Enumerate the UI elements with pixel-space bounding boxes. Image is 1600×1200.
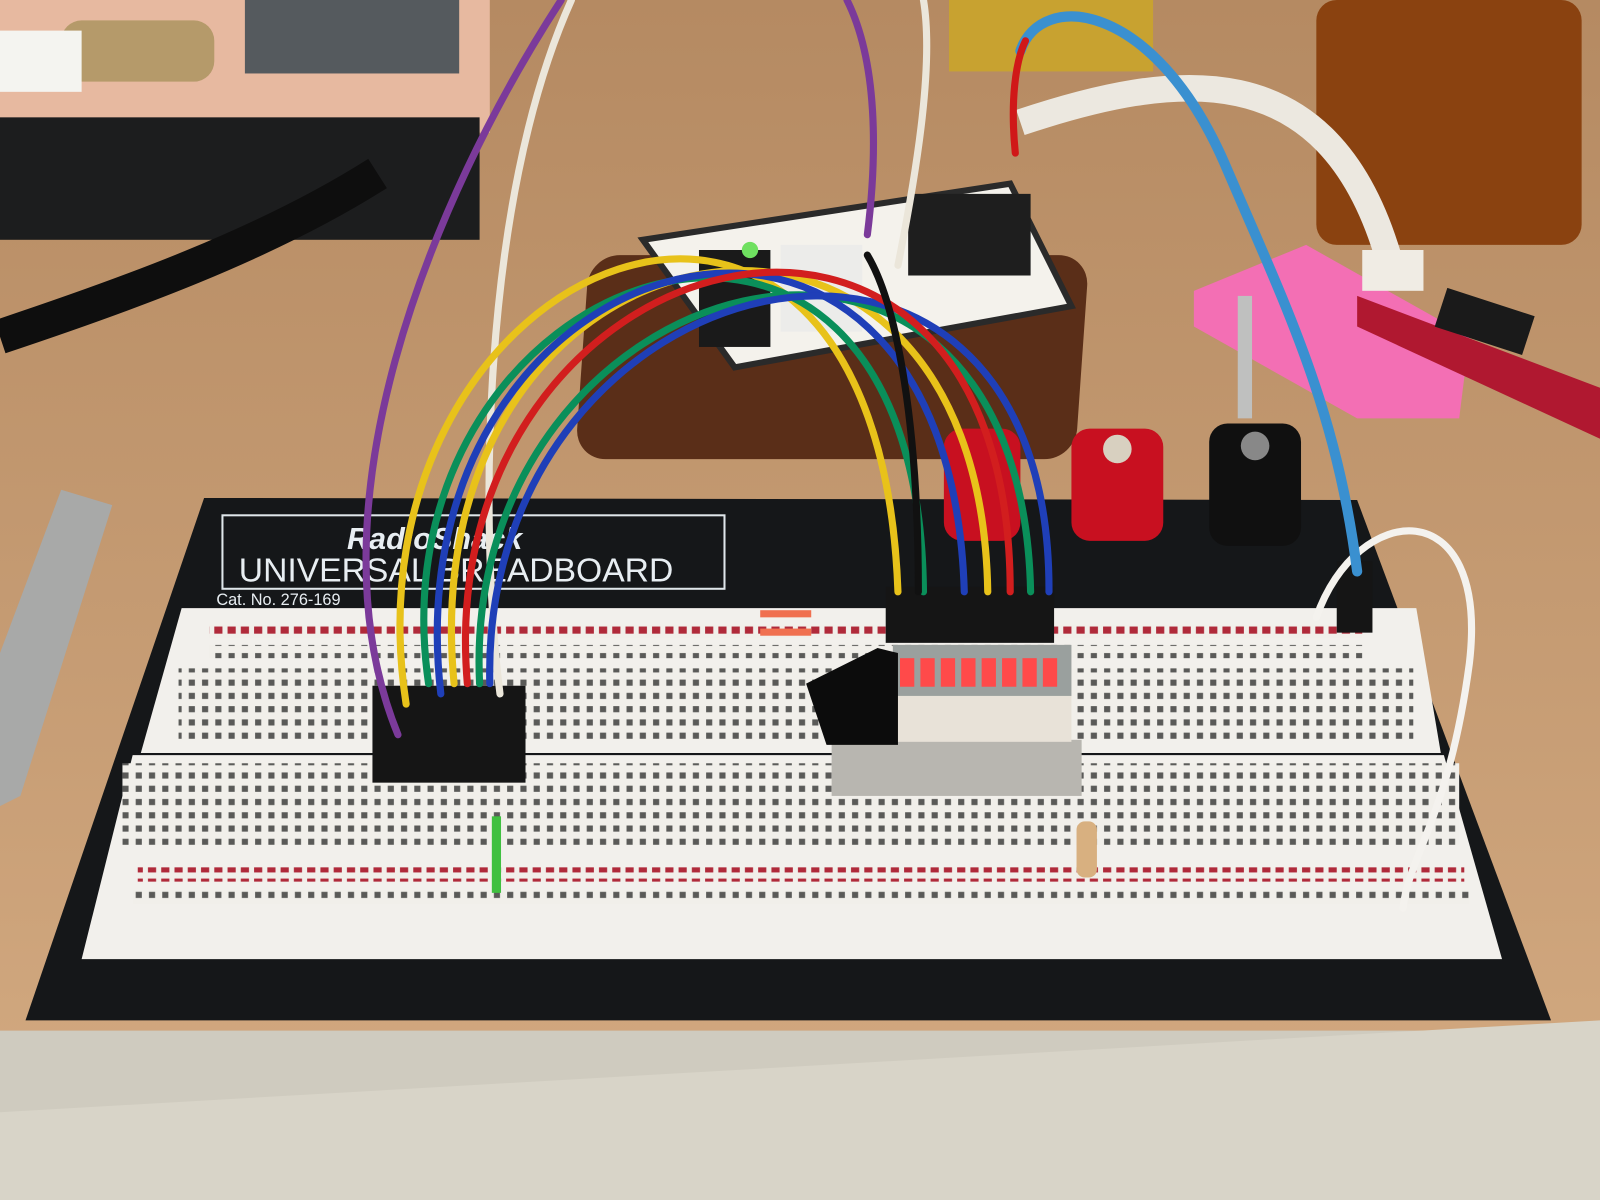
led-segment xyxy=(1002,658,1017,687)
amber-bottle xyxy=(1316,0,1582,245)
white-connector xyxy=(1362,250,1424,291)
header-connector-right xyxy=(885,586,1055,643)
terminal-strip-bottom xyxy=(122,763,1460,845)
foreground-panel-edge xyxy=(0,1020,1600,1200)
dip-socket xyxy=(831,739,1082,796)
yellow-wire xyxy=(396,255,902,708)
orange-jumper xyxy=(760,628,812,636)
led-segment xyxy=(961,658,976,687)
catalog-label: Cat. No. 276-169 xyxy=(216,591,340,609)
red-black-leads xyxy=(1009,37,1030,157)
purple-wire xyxy=(362,0,565,739)
pcb-ic-chip xyxy=(1434,287,1535,356)
power-rail-top-2 xyxy=(209,644,1363,659)
led-segment xyxy=(1042,658,1058,687)
terminal-strip-top xyxy=(178,668,1414,740)
white-wire xyxy=(894,0,931,269)
label-frame xyxy=(221,514,726,590)
red-binding-post-2 xyxy=(1071,428,1164,541)
post-hole xyxy=(1103,434,1132,464)
blue-wire xyxy=(433,269,968,698)
electrical-tape xyxy=(806,647,898,745)
potentiometer xyxy=(61,20,215,82)
power-rail-bottom-2 xyxy=(132,889,1470,905)
blue-wire xyxy=(486,292,1053,688)
power-rail-bottom xyxy=(137,867,1465,882)
tray-compartment xyxy=(244,0,460,74)
paper-label xyxy=(0,30,82,92)
purple-wire xyxy=(843,0,878,239)
white-wire xyxy=(1312,527,1475,912)
led-segment xyxy=(981,658,996,687)
led-segment xyxy=(940,658,956,687)
jumper-wires xyxy=(362,0,1475,912)
black-wire xyxy=(863,251,922,596)
orange-jumper xyxy=(760,610,812,618)
tweezers xyxy=(0,489,113,807)
led-segment xyxy=(920,658,935,687)
led-segment xyxy=(900,658,915,687)
blue-sensor-cable xyxy=(1015,11,1363,577)
red-sensor-pcb xyxy=(1357,295,1600,439)
ic-socket xyxy=(908,193,1031,276)
pink-sticky-note xyxy=(1193,244,1470,419)
led-segment xyxy=(1022,658,1037,687)
ribbon-cable xyxy=(1016,74,1401,259)
red-wire xyxy=(462,268,1014,688)
led-segments xyxy=(900,658,1058,687)
black-cable xyxy=(0,158,387,354)
spade-lug xyxy=(1237,295,1253,419)
red-binding-post-1 xyxy=(943,428,1021,541)
black-binding-post xyxy=(1209,423,1302,546)
post-hole xyxy=(1240,431,1270,461)
green-jumper xyxy=(491,816,502,893)
power-supply-unit xyxy=(0,117,480,240)
resistor xyxy=(1076,821,1097,878)
green-wire xyxy=(475,291,1035,688)
green-led xyxy=(741,241,759,259)
